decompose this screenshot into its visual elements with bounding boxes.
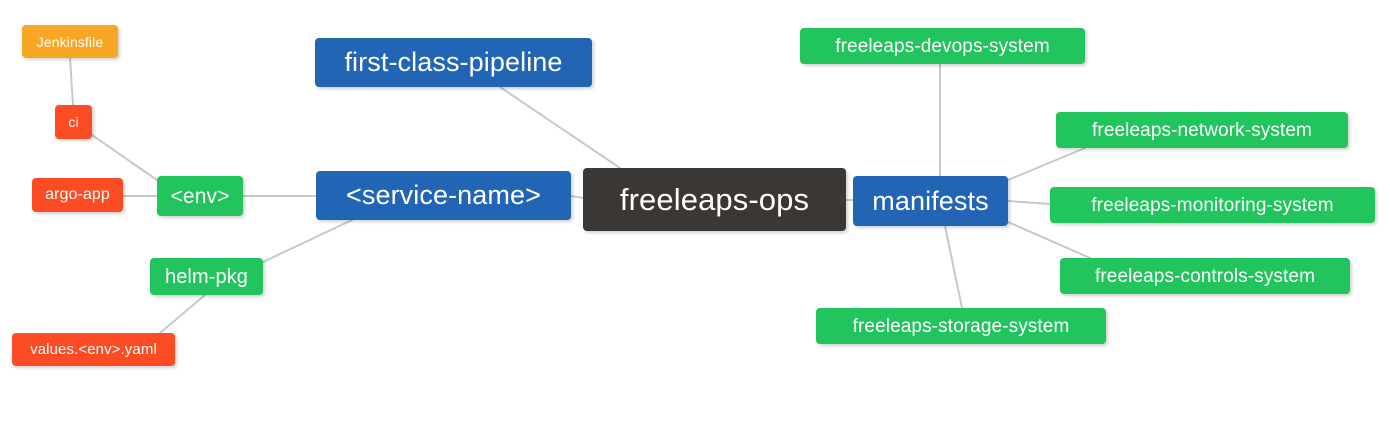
node-label-argo-app: argo-app (45, 186, 110, 203)
edge-ci-to-env (91, 134, 158, 181)
node-label-first-class-pipeline: first-class-pipeline (344, 47, 563, 77)
node-first-class-pipeline[interactable]: first-class-pipeline (315, 38, 592, 87)
node-label-jenkinsfile: Jenkinsfile (36, 33, 104, 50)
node-freeleaps-ops[interactable]: freeleaps-ops (583, 168, 846, 231)
node-helm-pkg[interactable]: helm-pkg (150, 258, 263, 295)
node-argo-app[interactable]: argo-app (32, 178, 123, 212)
edge-jenkinsfile-to-ci (69, 57, 74, 106)
node-label-freeleaps-controls-system: freeleaps-controls-system (1094, 265, 1316, 287)
node-label-freeleaps-ops: freeleaps-ops (619, 182, 810, 217)
node-label-freeleaps-monitoring-system: freeleaps-monitoring-system (1091, 194, 1334, 216)
node-label-service-name: <service-name> (346, 180, 541, 210)
edge-service-name-to-freeleaps-ops (570, 195, 584, 199)
node-label-env: <env> (170, 184, 230, 208)
edge-helm-pkg-to-service-name (262, 219, 353, 263)
node-label-freeleaps-storage-system: freeleaps-storage-system (852, 315, 1070, 337)
node-freeleaps-controls-system[interactable]: freeleaps-controls-system (1060, 258, 1350, 294)
node-freeleaps-monitoring-system[interactable]: freeleaps-monitoring-system (1050, 187, 1375, 223)
edge-manifests-to-freeleaps-monitoring-system (1007, 200, 1051, 205)
node-freeleaps-storage-system[interactable]: freeleaps-storage-system (816, 308, 1106, 344)
node-env[interactable]: <env> (157, 176, 243, 216)
node-jenkinsfile[interactable]: Jenkinsfile (22, 25, 118, 58)
node-label-freeleaps-devops-system: freeleaps-devops-system (835, 35, 1050, 57)
edge-manifests-to-freeleaps-controls-system (1007, 221, 1091, 259)
node-label-manifests: manifests (872, 185, 989, 216)
node-freeleaps-network-system[interactable]: freeleaps-network-system (1056, 112, 1348, 148)
node-ci[interactable]: ci (55, 105, 92, 139)
node-label-helm-pkg: helm-pkg (164, 265, 249, 288)
node-label-values-env-yaml: values.<env>.yaml (30, 341, 157, 358)
edge-first-class-pipeline-to-freeleaps-ops (499, 86, 621, 169)
node-freeleaps-devops-system[interactable]: freeleaps-devops-system (800, 28, 1085, 64)
node-service-name[interactable]: <service-name> (316, 171, 571, 220)
edge-manifests-to-freeleaps-storage-system (944, 225, 963, 309)
node-label-ci: ci (68, 114, 79, 130)
edge-values-env-yaml-to-helm-pkg (159, 294, 206, 334)
edge-manifests-to-freeleaps-network-system (1007, 147, 1086, 181)
node-values-env-yaml[interactable]: values.<env>.yaml (12, 333, 175, 366)
node-manifests[interactable]: manifests (853, 176, 1008, 226)
node-label-freeleaps-network-system: freeleaps-network-system (1092, 119, 1312, 141)
